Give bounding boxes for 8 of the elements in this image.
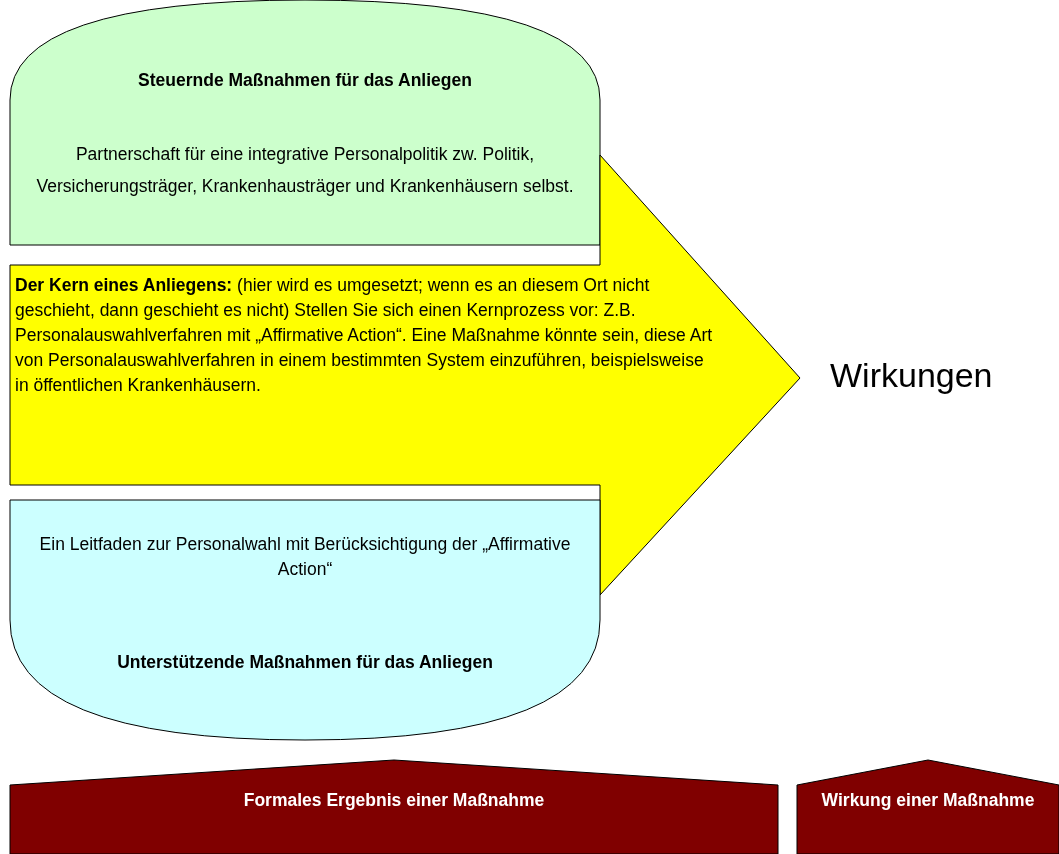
description: Partnerschaft für eine integrative Personalpolitik zw. Politik, Versicherungsträger, Krankenhausträger und Krankenhäusern selbst. bbox=[35, 143, 575, 198]
label-text: Wirkungen bbox=[830, 355, 993, 395]
banner-text: Formales Ergebnis einer Maßnahme bbox=[242, 789, 546, 812]
description: Ein Leitfaden zur Personalwahl mit Berücksichtigung der „Affirmative Action“ bbox=[38, 533, 572, 581]
heading: Steuernde Maßnahmen für das Anliegen bbox=[137, 69, 473, 92]
heading: Unterstützende Maßnahmen für das Anliegen bbox=[116, 651, 494, 674]
description: Der Kern eines Anliegens: (hier wird es umgesetzt; wenn es an diesem Ort nicht geschieht, dann geschieht es nicht) Stellen Sie sich einen Kernprozess vor: Z.B. Personalauswahlverfahren mit „Affirmative Action“. Eine Maßnahme könnte sein, diese Art von Personalauswahlverfahren in einem bestimmten System einzuführen, beispielsweise in öffentlichen Krankenhäusern. bbox=[15, 274, 714, 397]
banner-text: Wirkung einer Maßnahme bbox=[820, 789, 1036, 812]
